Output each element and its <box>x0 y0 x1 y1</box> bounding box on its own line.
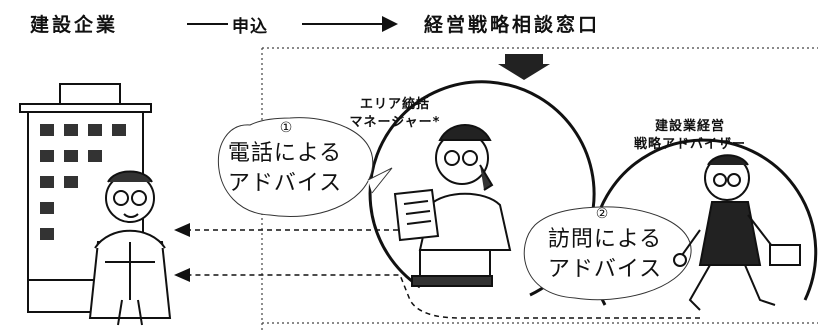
visit-speech-bubble <box>523 206 692 301</box>
apply-label: 申込 <box>232 17 268 37</box>
company-person-illustration <box>88 170 172 326</box>
visit-advice-arrow <box>174 268 700 319</box>
phone-speech-bubble <box>217 117 393 218</box>
application-arrow <box>187 16 398 32</box>
phone-advice-line1: 電話による <box>227 141 343 166</box>
consultation-window-label: 経営戦略相談窓口 <box>424 14 601 36</box>
advisor-number: ② <box>595 206 609 222</box>
manager-role-line1: エリア統括 <box>359 97 430 112</box>
phone-advice-line2: アドバイス <box>227 171 343 196</box>
manager-number: ① <box>279 120 293 136</box>
phone-advice-arrow <box>174 223 398 237</box>
advisor-role-line2: 戦略アドバイザー <box>633 137 746 152</box>
down-arrow-icon <box>498 54 550 80</box>
manager-role-line2: マネージャー* <box>349 115 441 130</box>
visit-advice-line1: 訪問による <box>547 227 663 252</box>
visit-advice-line2: アドバイス <box>547 257 663 282</box>
company-label: 建設企業 <box>30 14 119 36</box>
manager-person-illustration <box>393 124 512 287</box>
advisor-role-line1: 建設業経営 <box>654 119 725 134</box>
advisor-person-illustration <box>673 154 801 311</box>
